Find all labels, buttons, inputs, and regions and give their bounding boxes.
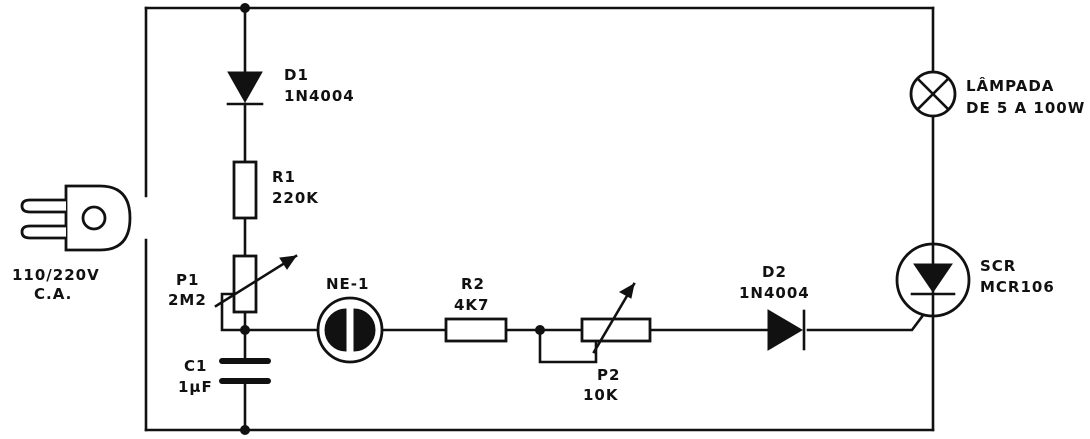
lamp-label: LÂMPADA: [966, 76, 1054, 95]
lamp-icon: [909, 70, 957, 118]
resistor-r1: [232, 160, 258, 220]
plug-ac-label: C.A.: [34, 285, 72, 303]
potentiometer-p1: [214, 254, 298, 314]
junctions: [240, 3, 545, 435]
scr-thyristor: [895, 242, 971, 318]
d1-value-label: 1N4004: [284, 87, 355, 105]
r1-ref-label: R1: [272, 168, 296, 186]
junction-dot: [240, 325, 250, 335]
capacitor-c1: [219, 358, 271, 384]
ne1-ref-label: NE-1: [326, 275, 369, 293]
diode-d1: [226, 71, 264, 106]
plug-voltage-label: 110/220V: [12, 266, 100, 284]
p1-value-label: 2M2: [168, 291, 207, 309]
d1-ref-label: D1: [284, 66, 309, 84]
r2-ref-label: R2: [461, 275, 485, 293]
potentiometer-p2: [580, 282, 652, 354]
junction-dot: [240, 3, 250, 13]
r1-value-label: 220K: [272, 189, 319, 207]
scr-value-label: MCR106: [980, 278, 1055, 296]
p2-value-label: 10K: [583, 386, 619, 404]
c1-value-label: 1µF: [178, 378, 213, 396]
junction-dot: [240, 425, 250, 435]
p2-ref-label: P2: [597, 366, 620, 384]
resistor-r2: [444, 317, 508, 343]
lamp-rating-label: DE 5 A 100W: [966, 99, 1085, 117]
r2-value-label: 4K7: [454, 296, 490, 314]
scr-ref-label: SCR: [980, 257, 1016, 275]
c1-ref-label: C1: [184, 357, 207, 375]
d2-ref-label: D2: [762, 263, 787, 281]
wire-p2-bypass: [538, 328, 598, 364]
diode-d2: [767, 309, 806, 351]
d2-value-label: 1N4004: [739, 284, 810, 302]
junction-dot: [535, 325, 545, 335]
wires: [144, 6, 935, 432]
power-plug-icon: [20, 184, 132, 252]
p1-ref-label: P1: [176, 271, 199, 289]
neon-lamp-ne1: [316, 296, 384, 364]
